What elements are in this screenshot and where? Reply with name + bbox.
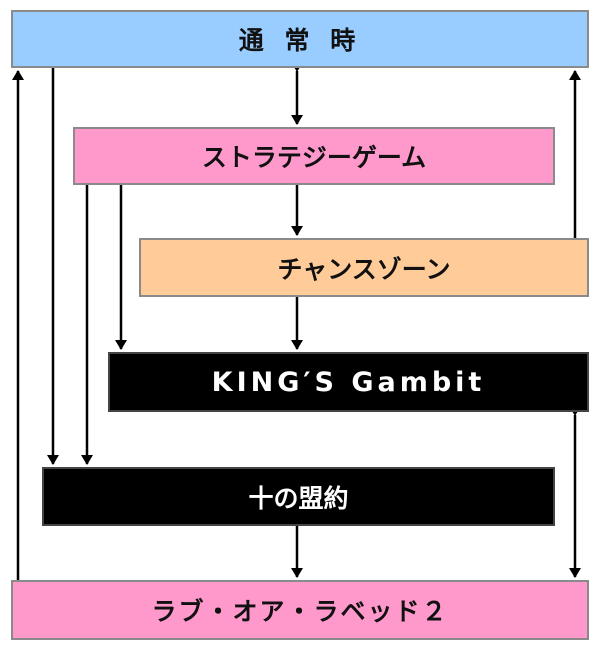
node-king: KING′S Gambit	[108, 352, 589, 412]
node-love: ラブ・オア・ラベッド２	[11, 580, 589, 640]
node-love-label: ラブ・オア・ラベッド２	[151, 597, 449, 626]
node-king-label: KING′S Gambit	[211, 366, 486, 398]
node-strategy: ストラテジーゲーム	[73, 127, 555, 185]
node-normal: 通 常 時	[11, 10, 589, 68]
node-pact: 十の盟約	[42, 467, 555, 526]
node-pact-label: 十の盟約	[248, 483, 349, 513]
node-chance: チャンスゾーン	[139, 238, 589, 297]
node-chance-label: チャンスゾーン	[277, 254, 451, 284]
node-normal-label: 通 常 時	[238, 26, 362, 55]
node-strategy-label: ストラテジーゲーム	[201, 143, 427, 172]
